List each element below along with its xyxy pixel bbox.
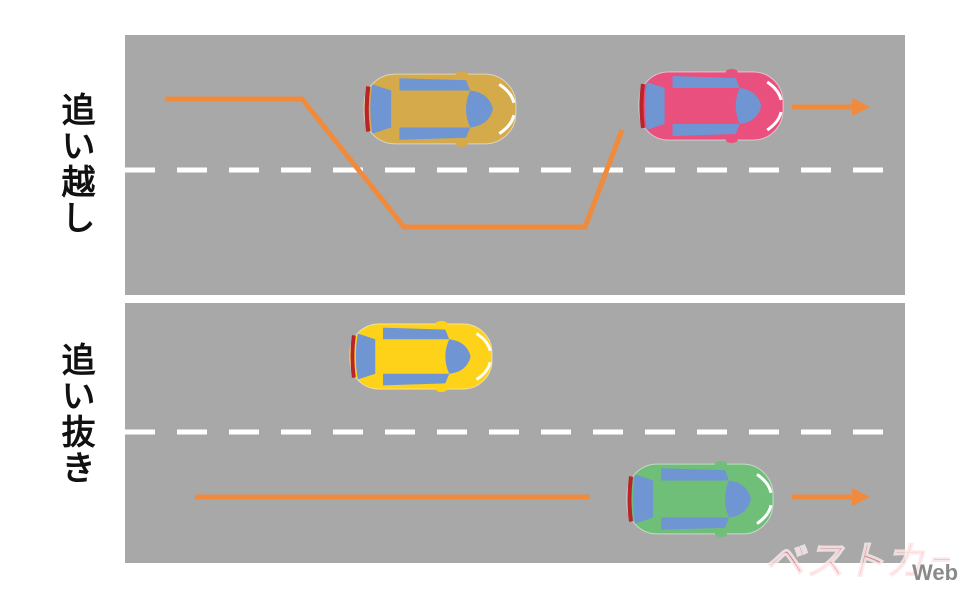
car-gold	[363, 71, 517, 147]
car-green	[626, 461, 774, 537]
overtaking-path	[165, 96, 625, 230]
arrow-head-icon	[852, 488, 870, 506]
car-yellow	[349, 320, 493, 393]
bestcar-logo: ベストカー	[763, 538, 950, 585]
label-overtaking: 追い越し	[55, 92, 95, 236]
svg-text:ベストカー: ベストカー	[764, 539, 950, 585]
road-overtaking	[125, 35, 905, 295]
arrow-head-icon	[852, 98, 870, 116]
label-passing: 追い抜き	[55, 342, 95, 486]
watermark-web: Web	[912, 560, 959, 585]
car-pink	[638, 69, 784, 143]
